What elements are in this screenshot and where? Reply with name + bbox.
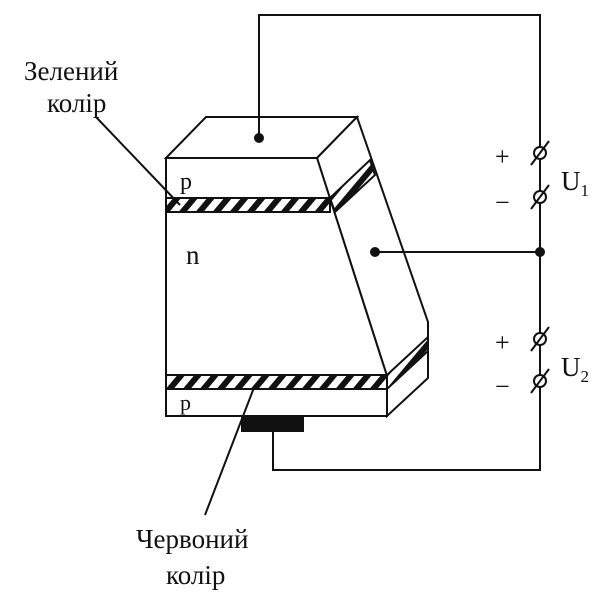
u1-label: U1: [561, 166, 589, 200]
green-leader-line: [95, 116, 181, 206]
red-label-line1: Червоний: [136, 524, 248, 554]
lower-junction-side: [386, 334, 429, 392]
u2-minus-sign: −: [495, 372, 510, 401]
green-label-line2: колір: [47, 88, 106, 118]
green-label-line1: Зелений: [24, 56, 118, 86]
terminal-u2-minus: [530, 368, 550, 394]
bottom-contact: [241, 417, 304, 432]
red-label-line2: колір: [166, 560, 225, 590]
terminal-u1-plus: [530, 140, 550, 166]
middle-contact-dot: [370, 247, 380, 257]
u1-minus-sign: −: [495, 188, 510, 217]
layer-n: n: [186, 240, 200, 270]
u2-label: U2: [561, 352, 589, 386]
u1-plus-sign: +: [495, 142, 510, 171]
top-contact-dot: [254, 133, 264, 143]
red-leader-line: [204, 384, 256, 516]
layer-p-top: p: [180, 169, 192, 195]
u2-plus-sign: +: [495, 328, 510, 357]
layer-p-bottom: p: [180, 390, 191, 415]
terminal-u1-minus: [530, 184, 550, 210]
upper-junction-front: [165, 197, 331, 213]
top-lead-wire: [258, 14, 541, 147]
lower-junction-front: [165, 374, 388, 390]
upper-junction-side: [328, 158, 377, 214]
bottom-lead-wire: [272, 387, 541, 471]
terminal-u2-plus: [530, 326, 550, 352]
front-face: [165, 157, 388, 417]
